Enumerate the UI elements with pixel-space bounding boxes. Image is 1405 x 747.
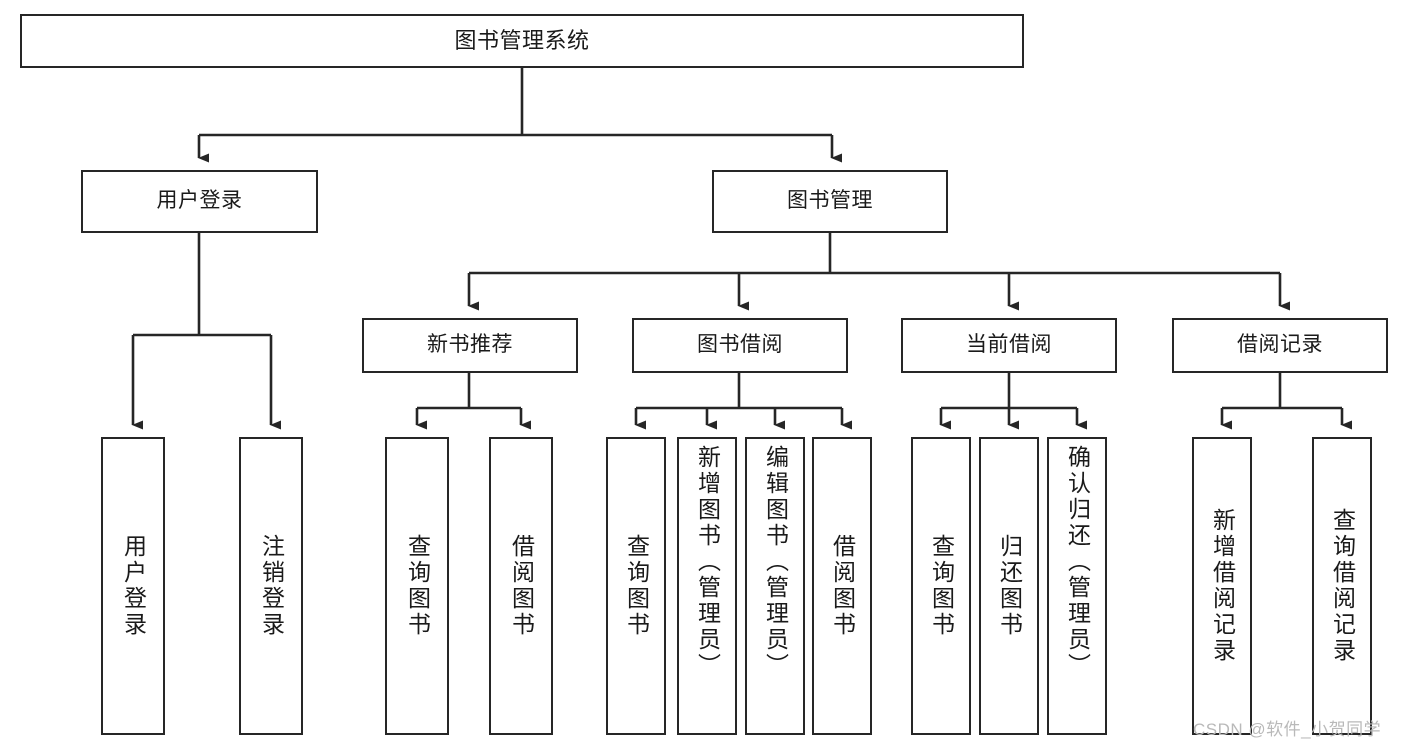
node-borrow-record[interactable]: 借阅记录 — [1172, 318, 1388, 373]
node-leaf-rec-query-record-label: 查询借阅记录 — [1329, 508, 1356, 664]
node-leaf-rec-add-record-label: 新增借阅记录 — [1209, 508, 1236, 664]
node-book-manage-label: 图书管理 — [787, 189, 873, 213]
node-leaf-cur-query-book-label: 查询图书 — [928, 534, 955, 638]
node-leaf-borrow-add-book-label: 新增图书（管理员） — [694, 445, 721, 679]
node-leaf-borrow-edit-book-label: 编辑图书（管理员） — [762, 445, 789, 679]
node-leaf-borrow-edit-book[interactable]: 编辑图书（管理员） — [745, 437, 805, 735]
node-new-book-rec-label: 新书推荐 — [427, 333, 513, 357]
node-leaf-borrow-borrow-book[interactable]: 借阅图书 — [812, 437, 872, 735]
node-leaf-user-logout-label: 注销登录 — [258, 534, 285, 638]
node-leaf-cur-confirm-return[interactable]: 确认归还（管理员） — [1047, 437, 1107, 735]
node-leaf-cur-return-book[interactable]: 归还图书 — [979, 437, 1039, 735]
node-leaf-user-login[interactable]: 用户登录 — [101, 437, 165, 735]
node-leaf-rec-borrow-book-label: 借阅图书 — [508, 534, 535, 638]
node-root-label: 图书管理系统 — [454, 28, 590, 54]
node-leaf-cur-query-book[interactable]: 查询图书 — [911, 437, 971, 735]
node-book-borrow[interactable]: 图书借阅 — [632, 318, 848, 373]
node-root[interactable]: 图书管理系统 — [20, 14, 1024, 68]
node-new-book-rec[interactable]: 新书推荐 — [362, 318, 578, 373]
node-leaf-borrow-add-book[interactable]: 新增图书（管理员） — [677, 437, 737, 735]
node-borrow-record-label: 借阅记录 — [1237, 333, 1323, 357]
node-current-borrow[interactable]: 当前借阅 — [901, 318, 1117, 373]
node-book-manage[interactable]: 图书管理 — [712, 170, 948, 233]
node-leaf-rec-query-book-label: 查询图书 — [404, 534, 431, 638]
node-leaf-borrow-query-book[interactable]: 查询图书 — [606, 437, 666, 735]
node-leaf-borrow-borrow-book-label: 借阅图书 — [829, 534, 856, 638]
node-leaf-rec-query-book[interactable]: 查询图书 — [385, 437, 449, 735]
node-leaf-rec-add-record[interactable]: 新增借阅记录 — [1192, 437, 1252, 735]
node-leaf-cur-confirm-return-label: 确认归还（管理员） — [1064, 445, 1091, 679]
node-user-login-label: 用户登录 — [156, 189, 243, 213]
node-user-login[interactable]: 用户登录 — [81, 170, 318, 233]
node-current-borrow-label: 当前借阅 — [966, 333, 1052, 357]
node-leaf-user-login-label: 用户登录 — [120, 534, 147, 638]
node-leaf-borrow-query-book-label: 查询图书 — [623, 534, 650, 638]
node-leaf-user-logout[interactable]: 注销登录 — [239, 437, 303, 735]
node-leaf-rec-query-record[interactable]: 查询借阅记录 — [1312, 437, 1372, 735]
node-leaf-cur-return-book-label: 归还图书 — [996, 534, 1023, 638]
node-leaf-rec-borrow-book[interactable]: 借阅图书 — [489, 437, 553, 735]
node-book-borrow-label: 图书借阅 — [697, 333, 783, 357]
